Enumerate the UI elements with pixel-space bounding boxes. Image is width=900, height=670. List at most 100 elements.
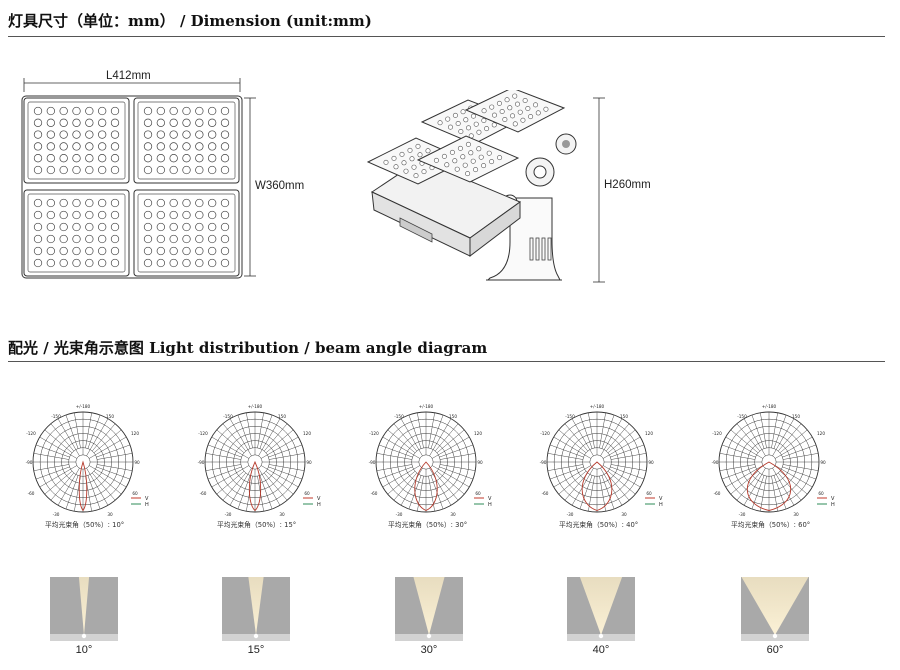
- beam-lobe: [746, 461, 792, 511]
- polar-angle-label: -60: [542, 491, 549, 496]
- beam-angle-caption: 平均光束角（50%）: 30°: [388, 521, 468, 529]
- legend-v-label: V: [145, 496, 149, 502]
- polar-angle-label: -90: [26, 460, 33, 465]
- legend-v-label: V: [831, 496, 835, 502]
- polar-angle-label: -90: [198, 460, 205, 465]
- beam-lobe: [414, 461, 438, 511]
- legend-h-label: H: [831, 502, 835, 508]
- polar-angle-label: 30: [107, 512, 113, 517]
- beam-angle-caption: 平均光束角（50%）: 15°: [217, 521, 297, 529]
- polar-angle-label: 90: [648, 460, 654, 465]
- light-cone: [248, 577, 264, 635]
- beam-angle-caption: 平均光束角（50%）: 10°: [45, 521, 125, 529]
- perspective-view-drawing: [366, 90, 577, 281]
- polar-angle-label: 150: [106, 414, 114, 419]
- polar-angle-label: -150: [394, 414, 404, 419]
- beam-illustration: [222, 577, 290, 641]
- light-source-dot: [598, 633, 604, 639]
- polar-angle-label: -150: [565, 414, 575, 419]
- polar-angle-label: -30: [53, 512, 60, 517]
- polar-angle-label: +/-180: [419, 404, 434, 409]
- beam-angle-label: 60°: [766, 644, 784, 656]
- legend-v-label: V: [659, 496, 663, 502]
- polar-angle-label: -150: [223, 414, 233, 419]
- beam-angle-label: 40°: [592, 644, 610, 656]
- legend-v-label: V: [317, 496, 321, 502]
- polar-angle-label: 60: [132, 491, 138, 496]
- polar-angle-label: -150: [737, 414, 747, 419]
- legend-v-label: V: [488, 496, 492, 502]
- light-source-dot: [426, 633, 432, 639]
- polar-angle-label: 120: [474, 431, 482, 436]
- polar-angle-label: 90: [820, 460, 826, 465]
- polar-angle-label: +/-180: [590, 404, 605, 409]
- light-distribution-section-title: 配光 / 光束角示意图 Light distribution / beam an…: [8, 339, 488, 357]
- light-source-dot: [81, 633, 87, 639]
- polar-angle-label: 150: [278, 414, 286, 419]
- section-divider: [8, 361, 885, 362]
- length-dimension: L412mm: [106, 70, 151, 82]
- beam-angle-caption: 平均光束角（50%）: 60°: [731, 521, 811, 529]
- light-cone: [413, 577, 445, 635]
- polar-angle-label: +/-180: [248, 404, 263, 409]
- polar-angle-label: -60: [200, 491, 207, 496]
- beam-illustration: [741, 577, 809, 641]
- legend-h-label: H: [145, 502, 149, 508]
- polar-angle-label: 90: [477, 460, 483, 465]
- polar-angle-label: 120: [131, 431, 139, 436]
- front-view-drawing: [21, 78, 256, 279]
- polar-angle-label: -30: [396, 512, 403, 517]
- polar-angle-label: 150: [449, 414, 457, 419]
- polar-angle-label: -150: [51, 414, 61, 419]
- polar-angle-label: -120: [369, 431, 379, 436]
- beam-lobe: [78, 460, 88, 512]
- polar-angle-label: 150: [620, 414, 628, 419]
- beam-illustration: [395, 577, 463, 641]
- legend-h-label: H: [488, 502, 492, 508]
- height-dimension: H260mm: [604, 179, 651, 191]
- light-cone: [579, 577, 623, 635]
- polar-angle-label: +/-180: [76, 404, 91, 409]
- polar-angle-label: +/-180: [762, 404, 777, 409]
- polar-angle-label: -90: [540, 460, 547, 465]
- beam-illustration: [567, 577, 635, 641]
- polar-angle-label: -120: [198, 431, 208, 436]
- polar-angle-label: 90: [134, 460, 140, 465]
- light-cone: [741, 577, 809, 635]
- polar-angle-label: 60: [646, 491, 652, 496]
- polar-angle-label: 30: [279, 512, 285, 517]
- beam-angle-label: 15°: [247, 644, 265, 656]
- polar-angle-label: -90: [712, 460, 719, 465]
- beam-angle-label: 30°: [420, 644, 438, 656]
- polar-angle-label: -120: [540, 431, 550, 436]
- light-cone: [78, 577, 90, 635]
- width-dimension: W360mm: [255, 180, 305, 192]
- polar-angle-label: 30: [621, 512, 627, 517]
- polar-angle-label: -60: [28, 491, 35, 496]
- polar-angle-label: 120: [817, 431, 825, 436]
- polar-angle-label: -30: [567, 512, 574, 517]
- light-source-dot: [253, 633, 259, 639]
- polar-angle-label: -30: [225, 512, 232, 517]
- polar-angle-label: -90: [369, 460, 376, 465]
- beam-illustration: [50, 577, 118, 641]
- polar-angle-label: 150: [792, 414, 800, 419]
- polar-angle-label: -60: [714, 491, 721, 496]
- polar-angle-label: 30: [793, 512, 799, 517]
- legend-h-label: H: [659, 502, 663, 508]
- section-divider: [8, 36, 885, 37]
- light-source-dot: [772, 633, 778, 639]
- legend-h-label: H: [317, 502, 321, 508]
- polar-angle-label: -120: [712, 431, 722, 436]
- polar-angle-label: -60: [371, 491, 378, 496]
- polar-angle-label: -120: [26, 431, 36, 436]
- height-dimension-line: [593, 97, 605, 283]
- polar-angle-label: 120: [645, 431, 653, 436]
- polar-angle-label: 60: [475, 491, 481, 496]
- beam-angle-label: 10°: [75, 644, 93, 656]
- beam-angle-caption: 平均光束角（50%）: 40°: [559, 521, 639, 529]
